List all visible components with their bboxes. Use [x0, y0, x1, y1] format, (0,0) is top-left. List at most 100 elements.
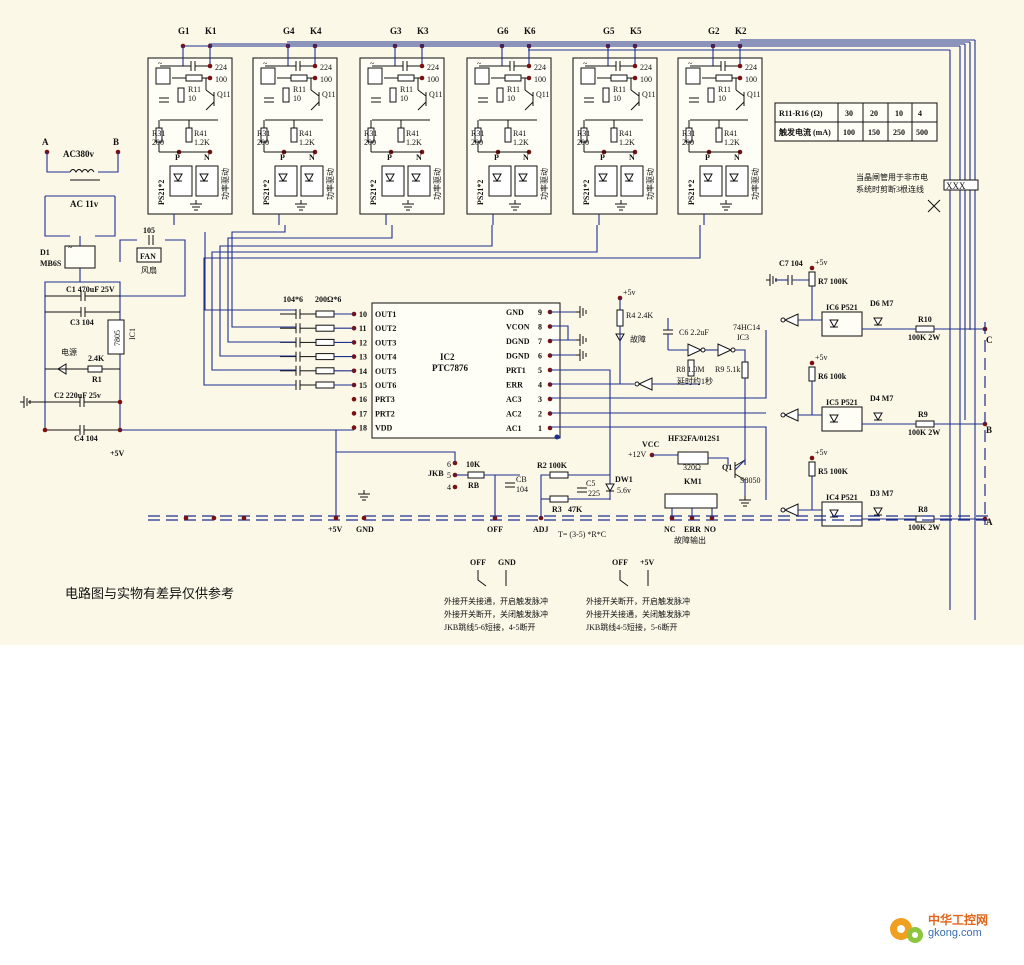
- ps-label: PS21*2: [262, 180, 271, 205]
- r11-label: R11: [613, 85, 626, 94]
- table-i-value: 150: [868, 128, 880, 137]
- legend-line: 外接开关接通，关闭触发脉冲: [586, 609, 690, 619]
- terminal-label: NO: [704, 525, 716, 534]
- pin-number: 1: [538, 424, 542, 433]
- r31-label: R31: [682, 129, 695, 138]
- drive-label: 功率驱动: [220, 168, 230, 200]
- pull-up-label: R5 100K: [818, 467, 849, 476]
- pin-number: 18: [359, 424, 367, 433]
- resistor: [616, 309, 624, 327]
- pin-number: 6: [538, 352, 542, 361]
- wire: [735, 101, 745, 111]
- diode: [173, 173, 183, 183]
- q-label: Q11: [322, 90, 335, 99]
- ground-symbol: [190, 200, 202, 211]
- r31-label: R31: [364, 129, 377, 138]
- legend-line: 外接开关断开，开启触发脉冲: [586, 596, 690, 606]
- diode-body: [829, 319, 839, 329]
- dw1-value: 5.6v: [617, 486, 631, 495]
- p-label: P: [387, 153, 392, 162]
- capacitor: [80, 307, 86, 317]
- pin-name: VCON: [506, 323, 530, 332]
- ps-label: PS21*2: [157, 180, 166, 205]
- cut-box: [943, 179, 979, 191]
- terminal-label: +5V: [328, 525, 343, 534]
- diode: [873, 507, 883, 517]
- pin-number: 17: [359, 409, 367, 418]
- ground-symbol: [576, 349, 587, 361]
- pin-name: DGND: [506, 337, 530, 346]
- junction-dot: [632, 75, 638, 81]
- junction-dot: [361, 515, 367, 521]
- wire: [205, 101, 215, 111]
- pin-name: PRT2: [375, 409, 395, 418]
- diode: [304, 173, 314, 183]
- wire: [708, 457, 729, 466]
- fan-box: [136, 247, 162, 263]
- secondary-label: AC 11v: [70, 199, 99, 209]
- gate-bubble: [700, 347, 706, 353]
- bridge-mark: ~: [263, 59, 268, 68]
- junction-dot: [351, 425, 357, 430]
- diode: [492, 173, 502, 183]
- legend-line: JKB跳线4-5短接，5-6断开: [586, 622, 678, 632]
- capacitor: [295, 309, 301, 319]
- terminal-label: K6: [524, 26, 536, 36]
- ps-label: PS21*2: [476, 180, 485, 205]
- diode: [411, 173, 421, 183]
- bridge-mark: ~: [370, 59, 375, 68]
- c6-label: C6 2.2uF: [679, 328, 709, 337]
- gate-body: [717, 343, 733, 357]
- terminal-label: NC: [664, 525, 676, 534]
- pin1-marker: [554, 434, 560, 440]
- wire: [524, 101, 534, 111]
- inverter-gate: [780, 408, 799, 422]
- resistor: [185, 127, 193, 143]
- resistor: [315, 310, 335, 318]
- reg-label: 7805: [113, 330, 122, 346]
- resistor: [290, 127, 298, 143]
- fault-out-label: 故障输出: [674, 535, 706, 545]
- capacitor: [577, 487, 587, 493]
- cut-marks: XXX: [946, 181, 966, 191]
- pin-number: 13: [359, 353, 367, 362]
- terminal-label: GND: [356, 525, 374, 534]
- junction-dot: [312, 63, 318, 69]
- q-label: Q11: [642, 90, 655, 99]
- r1-label: R1: [92, 375, 102, 384]
- legend-right: OFF+5V外接开关断开，开启触发脉冲外接开关接通，关闭触发脉冲JKB跳线4-5…: [586, 558, 690, 632]
- relay-coil-value: 320Ω: [683, 463, 701, 472]
- junction-dot: [737, 63, 743, 69]
- r41-label: R41: [513, 129, 526, 138]
- diode: [624, 173, 634, 183]
- note-line-2: 系统时剪断3根连线: [856, 184, 924, 194]
- diode-body: [173, 173, 183, 183]
- inverter-gate: [634, 377, 653, 391]
- cap-value: 224: [320, 63, 332, 72]
- pin-name: OUT4: [375, 353, 396, 362]
- r31-value: 200: [257, 138, 269, 147]
- diode-body: [729, 173, 739, 183]
- r1-value: 2.4K: [88, 354, 105, 363]
- bridge: [155, 67, 171, 85]
- led-label: 电源: [61, 347, 77, 357]
- opto-label: IC5 P521: [826, 398, 858, 407]
- junction-dot: [351, 396, 357, 402]
- resistor: [496, 87, 504, 103]
- pin-number: 12: [359, 338, 367, 347]
- wire: [203, 225, 701, 386]
- d1-part: MB6S: [40, 259, 62, 268]
- wire: [630, 101, 640, 111]
- terminal-label: G3: [390, 26, 402, 36]
- resistor: [808, 461, 816, 477]
- r11-value: 10: [613, 94, 621, 103]
- fault-label: 故障: [630, 334, 646, 344]
- terminal-label: G4: [283, 26, 295, 36]
- plus5-label: +5v: [815, 448, 828, 457]
- pin-number: 3: [538, 395, 542, 404]
